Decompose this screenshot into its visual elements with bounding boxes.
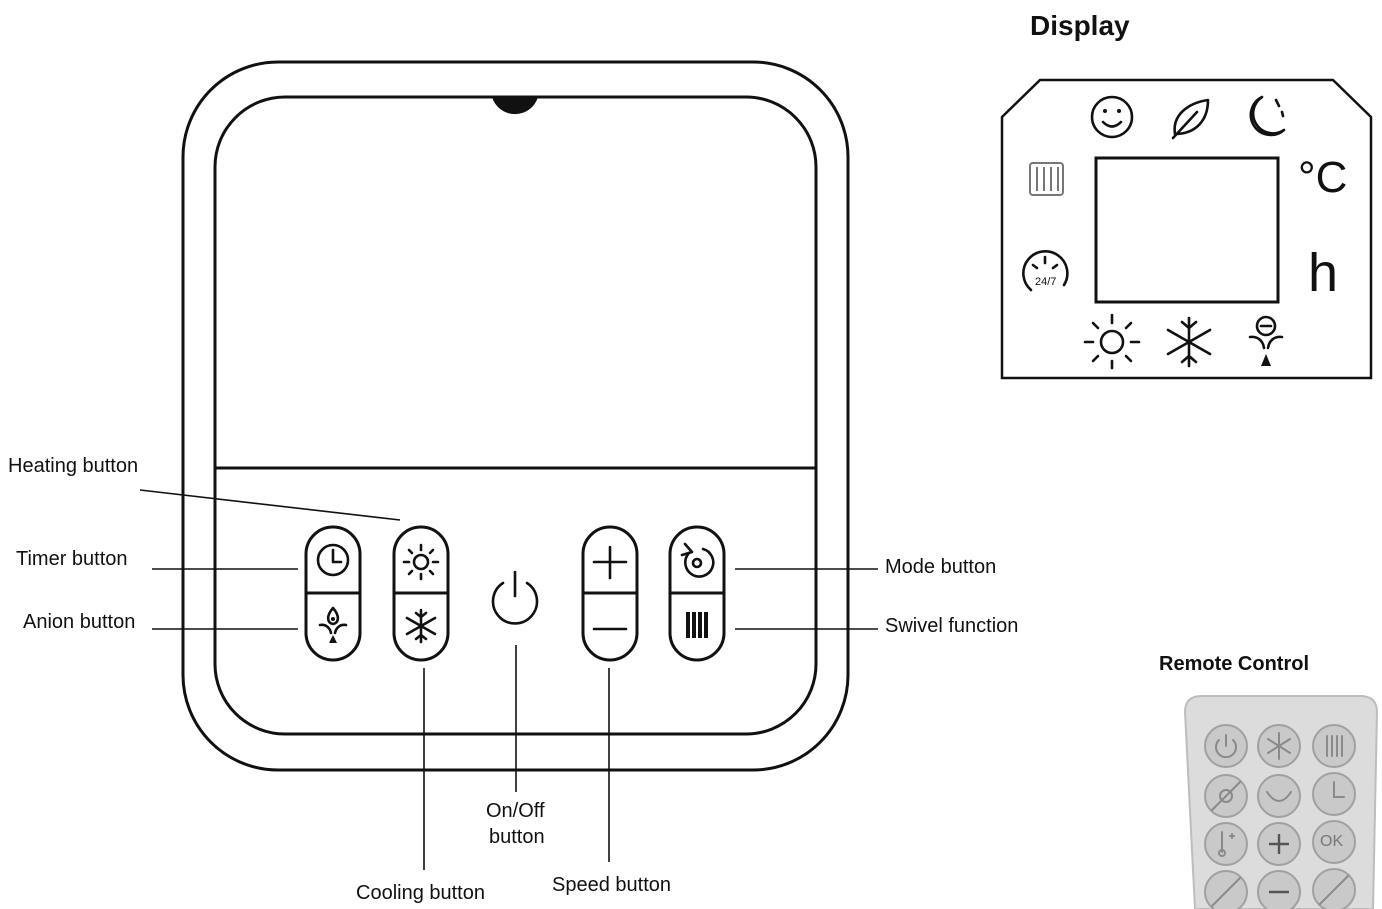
speed-capsule[interactable] bbox=[581, 525, 639, 662]
power-icon[interactable] bbox=[491, 570, 539, 625]
remote-no-fan-button[interactable] bbox=[1204, 870, 1248, 909]
remote-cool-button[interactable] bbox=[1257, 724, 1301, 768]
swivel-function-label: Swivel function bbox=[885, 615, 1019, 637]
swivel-icon bbox=[1029, 162, 1064, 196]
leaf-icon bbox=[1171, 98, 1210, 140]
mode-icon[interactable] bbox=[680, 542, 715, 578]
heating-button-label: Heating button bbox=[8, 455, 139, 477]
speed-button-label: Speed button bbox=[552, 874, 671, 896]
cooling-button-label: Cooling button bbox=[356, 882, 485, 904]
leader-lines bbox=[139, 489, 878, 870]
24-7-icon bbox=[1022, 250, 1069, 292]
timer-button-label: Timer button bbox=[16, 548, 128, 570]
sun-icon[interactable] bbox=[402, 543, 440, 581]
snowflake-icon[interactable] bbox=[405, 608, 437, 644]
mode-swivel-capsule[interactable] bbox=[668, 525, 726, 662]
remote-ok-label[interactable]: OK bbox=[1320, 833, 1344, 850]
sun-icon bbox=[1083, 313, 1141, 370]
remote-24-7-button[interactable] bbox=[1312, 868, 1356, 909]
moon-icon bbox=[1249, 95, 1286, 137]
plus-icon[interactable] bbox=[592, 545, 628, 580]
display-title: Display bbox=[1030, 10, 1130, 41]
swivel-icon[interactable] bbox=[686, 612, 708, 638]
hours-unit: h bbox=[1308, 243, 1339, 303]
snowflake-icon bbox=[1166, 316, 1212, 368]
display-screen bbox=[1094, 156, 1280, 304]
remote-plus-button[interactable] bbox=[1257, 822, 1301, 866]
onoff-label-line1: On/Off bbox=[486, 800, 545, 822]
remote-thermometer-button[interactable] bbox=[1204, 822, 1248, 866]
onoff-label-line2: button bbox=[489, 826, 545, 848]
anion-icon[interactable] bbox=[318, 606, 348, 643]
anion-button-label: Anion button bbox=[23, 611, 136, 633]
smile-icon bbox=[1090, 95, 1134, 139]
remote-power-button[interactable] bbox=[1204, 724, 1248, 768]
remote-swivel-button[interactable] bbox=[1312, 724, 1356, 768]
heating-cooling-capsule[interactable] bbox=[392, 525, 450, 662]
remote-ok-button[interactable] bbox=[1312, 820, 1356, 864]
remote-minus-button[interactable] bbox=[1257, 870, 1301, 909]
timer-icon[interactable] bbox=[316, 543, 350, 577]
timer-anion-capsule[interactable] bbox=[304, 525, 362, 662]
remote-no-heat-button[interactable] bbox=[1204, 774, 1248, 818]
mode-button-label: Mode button bbox=[885, 556, 997, 578]
sensor-notch bbox=[492, 97, 538, 115]
anion-icon bbox=[1248, 315, 1284, 366]
24-7-badge: 24/7 bbox=[1035, 276, 1057, 288]
remote-control-title: Remote Control bbox=[1159, 653, 1309, 675]
remote-swing-button[interactable] bbox=[1257, 774, 1301, 818]
remote-timer-button[interactable] bbox=[1312, 772, 1356, 816]
celsius-unit: °C bbox=[1298, 153, 1348, 202]
